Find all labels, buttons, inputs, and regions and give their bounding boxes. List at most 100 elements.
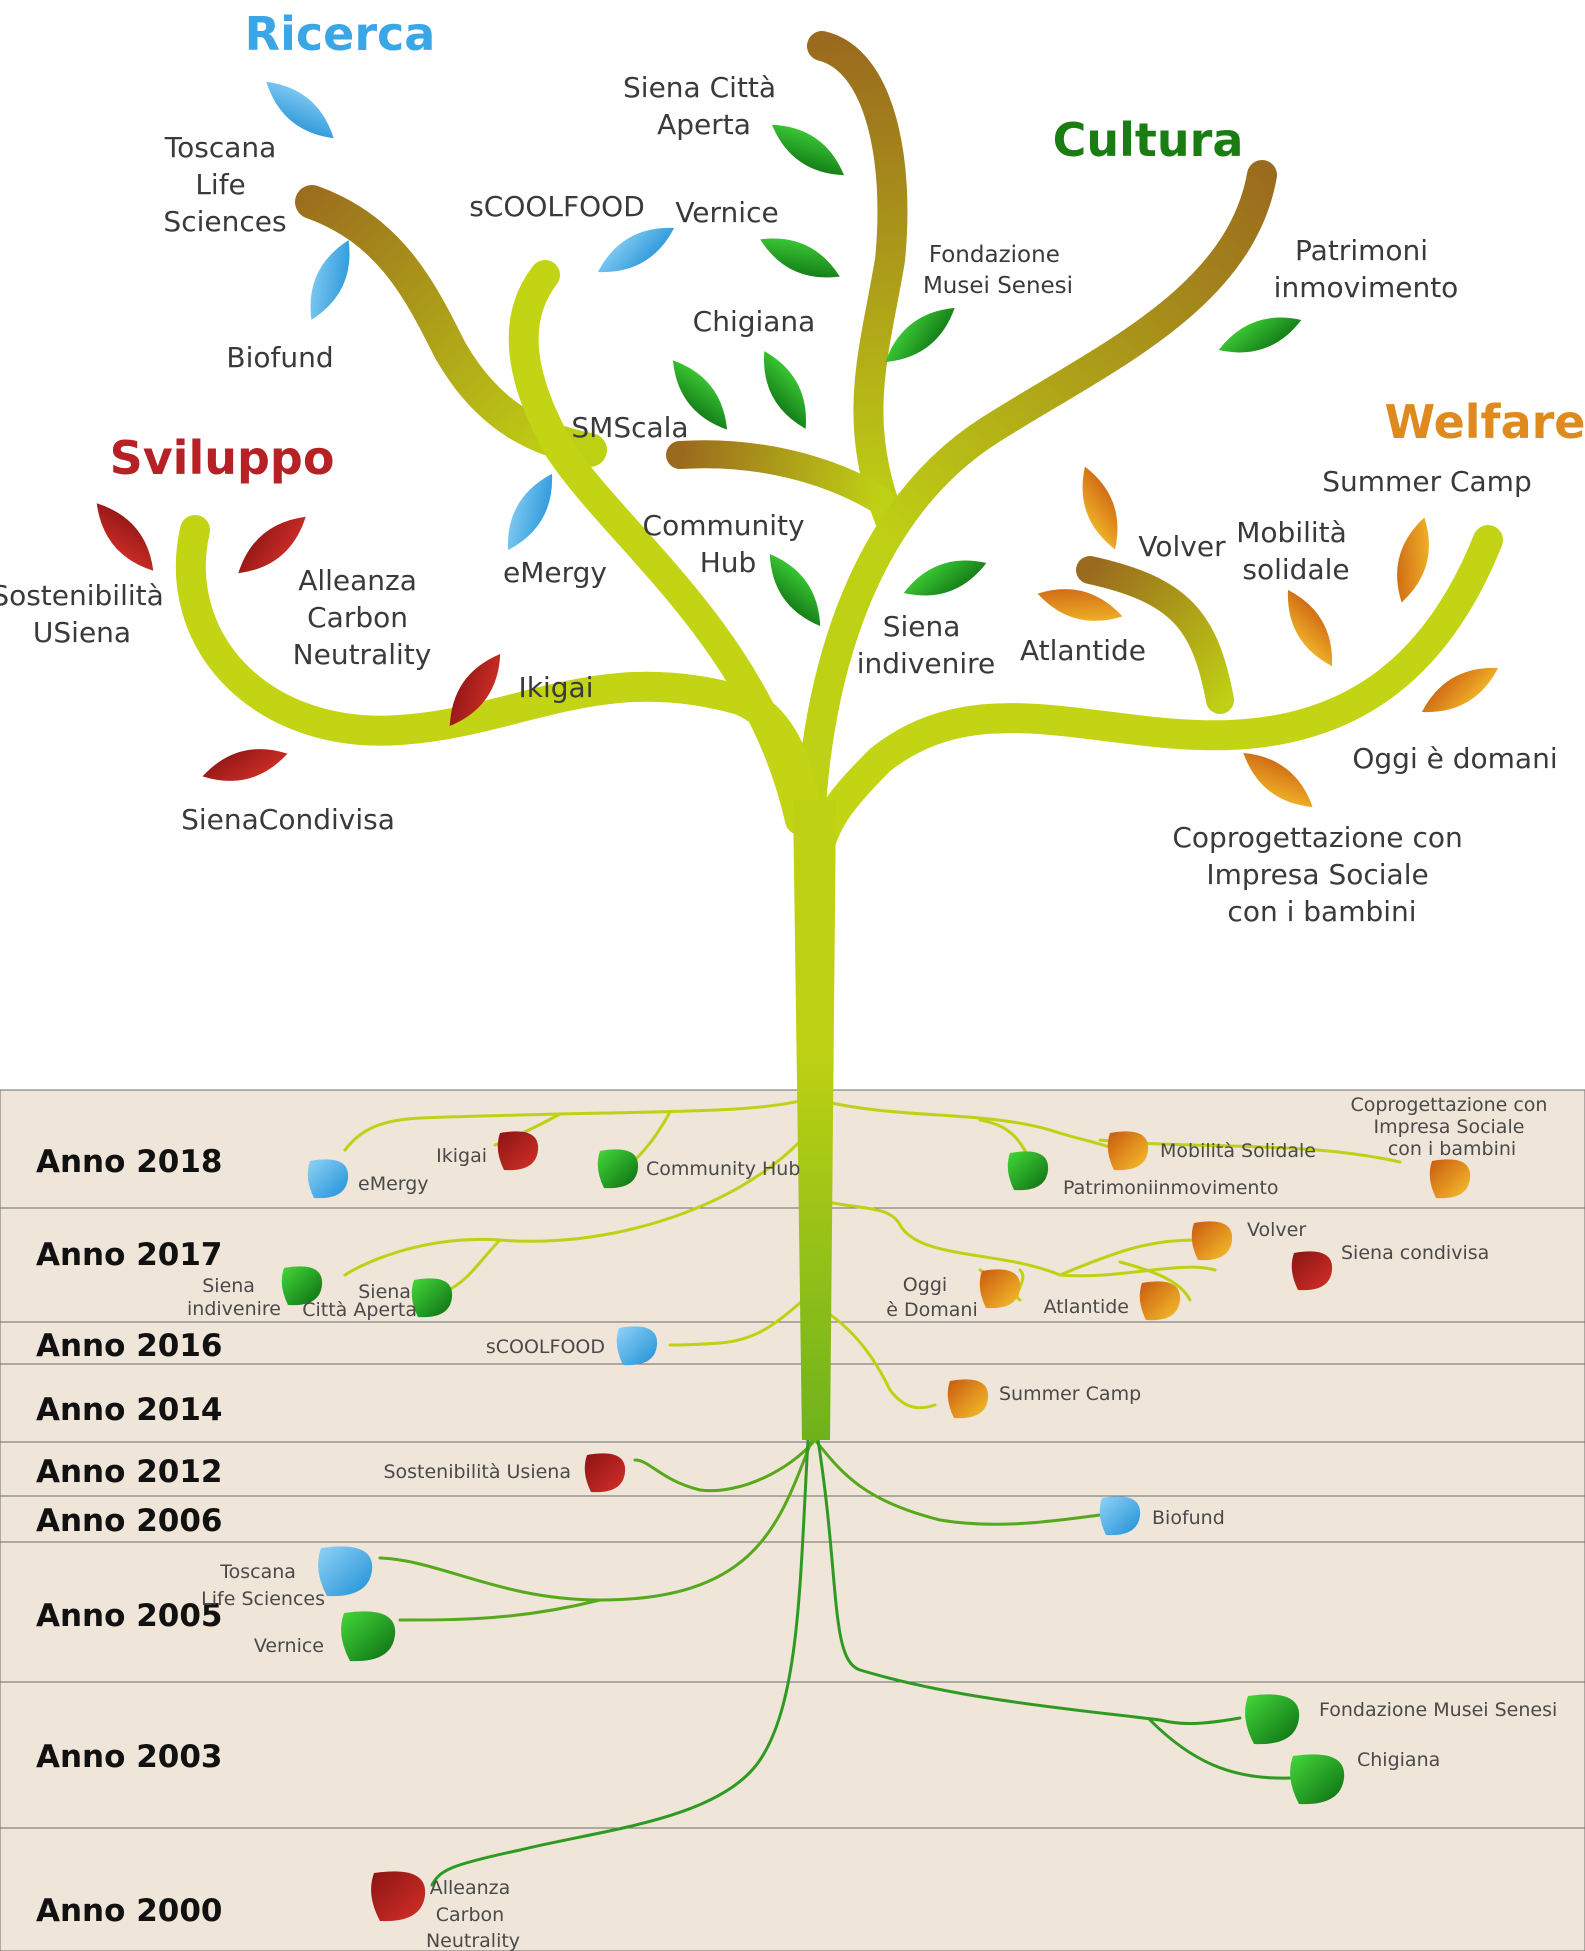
leaf-siena-indivenire	[903, 560, 987, 596]
branch-welfare-inner	[1076, 556, 1234, 714]
root-emergy	[343, 1096, 812, 1152]
year-2017: Anno 2017	[36, 1237, 223, 1273]
roots	[343, 1096, 1402, 1887]
root-fondazione	[816, 1438, 1242, 1725]
root-atlantide	[1118, 1260, 1192, 1302]
root-leaf-alleanza	[371, 1871, 426, 1922]
root-label-emergy: eMergy	[358, 1173, 429, 1195]
year-2016: Anno 2016	[36, 1328, 223, 1364]
branches	[175, 31, 1503, 875]
band-2014	[0, 1363, 1585, 1443]
root-label-coprogettazione: Coprogettazione con Impresa Sociale con …	[1350, 1094, 1553, 1160]
root-chigiana	[1148, 1718, 1292, 1780]
year-2000: Anno 2000	[36, 1893, 223, 1929]
root-summer-camp	[813, 1303, 937, 1410]
root-leaf-patrimoni	[1007, 1151, 1049, 1191]
leaf-siena-citta-aperta	[771, 124, 845, 176]
root-label-siena-indivenire: Siena indivenire	[187, 1275, 281, 1320]
leaf-emergy	[507, 473, 553, 551]
root-mobilita	[816, 1098, 1117, 1152]
root-label-community-hub: Community Hub	[646, 1158, 800, 1180]
branch-cultura	[795, 160, 1277, 835]
root-leaf-sostenibilita	[584, 1453, 626, 1493]
label-coprogettazione: Coprogettazione con Impresa Sociale con …	[1172, 821, 1471, 928]
root-label-ikigai: Ikigai	[436, 1145, 487, 1167]
year-2014: Anno 2014	[36, 1392, 223, 1428]
category-cultura: Cultura	[1053, 113, 1244, 167]
leaf-chigiana-2	[764, 351, 806, 429]
leaf-mobilita-solidale	[1287, 589, 1333, 667]
year-2005: Anno 2005	[36, 1598, 223, 1634]
year-2006: Anno 2006	[36, 1503, 223, 1539]
branch-smscala	[666, 440, 894, 514]
label-community-hub: Community Hub	[643, 509, 814, 579]
leaf-summer-camp	[1397, 517, 1429, 603]
year-labels: Anno 2018 Anno 2017 Anno 2016 Anno 2014 …	[36, 1144, 223, 1929]
leaf-sostenibilita-usiena	[96, 503, 154, 571]
root-label-chigiana: Chigiana	[1357, 1749, 1440, 1771]
leaf-coprogettazione	[1243, 752, 1313, 808]
root-leaf-volver	[1191, 1221, 1233, 1261]
label-toscana-life-sciences: Toscana Life Sciences	[163, 131, 286, 238]
branch-sviluppo	[175, 515, 825, 865]
root-label-fondazione: Fondazione Musei Senesi	[1319, 1699, 1557, 1721]
leaf-atlantide	[1037, 589, 1123, 621]
root-label-alleanza: Alleanza Carbon Neutrality	[426, 1877, 520, 1951]
leaf-vernice	[760, 238, 840, 278]
leaf-community-hub	[769, 553, 821, 627]
category-welfare: Welfare	[1384, 395, 1585, 449]
leaf-volver	[1082, 466, 1118, 550]
tree-leaves	[96, 81, 1499, 808]
root-leaf-siena-indivenire	[281, 1266, 323, 1306]
root-leaf-summer-camp	[947, 1379, 989, 1419]
root-label-siena-citta-aperta: Siena Città Aperta	[302, 1281, 417, 1321]
label-vernice: Vernice	[675, 196, 778, 229]
root-scoolfood	[668, 1288, 817, 1347]
trunk-base	[803, 1428, 828, 1443]
label-smscala: SMScala	[571, 411, 688, 444]
tree-labels: Toscana Life Sciences Biofund sCOOLFOOD …	[0, 71, 1558, 928]
leaf-biofund	[310, 240, 350, 320]
root-label-biofund: Biofund	[1152, 1507, 1225, 1529]
root-label-mobilita-solidale: Mobilità Solidale	[1160, 1140, 1316, 1162]
root-leaf-scoolfood	[616, 1326, 658, 1366]
root-biofund	[813, 1438, 1102, 1526]
category-sviluppo: Sviluppo	[110, 431, 335, 485]
root-label-volver: Volver	[1247, 1219, 1306, 1241]
category-headings: Ricerca Cultura Welfare Sviluppo	[110, 7, 1585, 485]
label-siena-condivisa: SienaCondivisa	[181, 803, 395, 836]
leaf-oggi-e-domani	[1421, 667, 1499, 713]
leaf-patrimoni-inmovimento	[1218, 317, 1302, 353]
root-label-summer-camp: Summer Camp	[999, 1383, 1141, 1405]
root-label-patrimoni: Patrimoniinmovimento	[1063, 1177, 1279, 1199]
root-labels: eMergy Ikigai Community Hub Mobilità Sol…	[187, 1094, 1557, 1951]
label-oggi-e-domani: Oggi è domani	[1352, 742, 1557, 775]
root-label-atlantide: Atlantide	[1043, 1296, 1129, 1318]
root-leaf-siena-citta-aperta	[411, 1278, 453, 1318]
root-sostenibilita	[633, 1438, 817, 1493]
band-2000	[0, 1827, 1585, 1951]
root-leaf-fondazione	[1245, 1694, 1300, 1745]
leaf-siena-condivisa	[202, 749, 288, 781]
root-leaf-coprogettazione	[1429, 1159, 1471, 1199]
root-toscana	[378, 1438, 814, 1602]
label-summer-camp: Summer Camp	[1322, 465, 1531, 498]
leaf-chigiana-1	[672, 360, 728, 430]
root-leaf-vernice	[341, 1611, 396, 1662]
root-leaf-biofund	[1099, 1496, 1141, 1536]
label-mobilita-solidale: Mobilità solidale	[1236, 516, 1355, 586]
root-label-scoolfood: sCOOLFOOD	[486, 1336, 605, 1358]
label-atlantide: Atlantide	[1020, 634, 1146, 667]
band-2006	[0, 1495, 1585, 1543]
leaf-ikigai	[449, 653, 501, 727]
root-leaves	[281, 1131, 1471, 1922]
year-2018: Anno 2018	[36, 1144, 223, 1180]
leaf-scoolfood	[597, 227, 675, 273]
root-leaf-ikigai	[497, 1131, 539, 1171]
root-leaf-chigiana	[1290, 1754, 1345, 1805]
root-leaf-siena-condivisa	[1291, 1251, 1333, 1291]
branch-emergy	[508, 260, 815, 835]
label-siena-indivenire: Siena indivenire	[857, 610, 996, 680]
leaf-toscana-life-sciences	[266, 81, 334, 139]
